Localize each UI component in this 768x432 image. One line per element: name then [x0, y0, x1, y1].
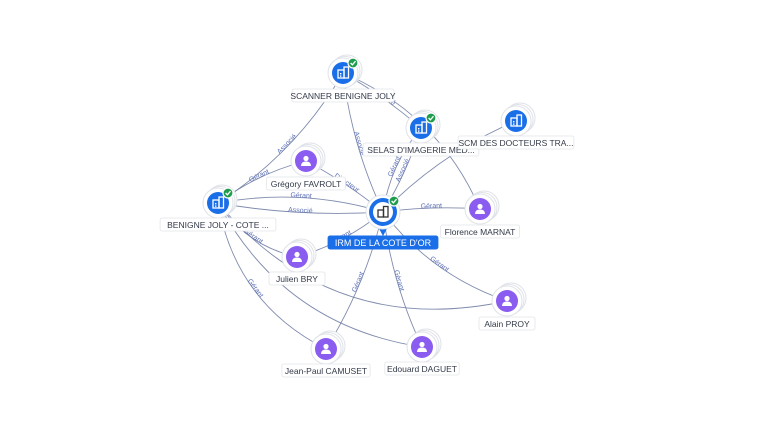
person-icon [417, 341, 427, 352]
person-icon [475, 203, 485, 214]
edge-label: Associé [288, 207, 313, 215]
person-node-florence[interactable]: Florence MARNAT [440, 190, 520, 239]
edge-label: Gérant [392, 269, 405, 292]
node-label-box [384, 361, 460, 376]
node-label: SELAS D'IMAGERIE MED... [367, 145, 474, 155]
person-node-jeanpaul[interactable]: Jean-Paul CAMUSET [281, 330, 371, 378]
person-node-alain[interactable]: Alain PROY [478, 282, 536, 331]
node-label-box [159, 217, 277, 232]
verified-check-icon [222, 187, 234, 199]
center-label-box [327, 235, 439, 250]
node-label: SCM DES DOCTEURS TRA... [458, 138, 573, 148]
person-node-edouard[interactable]: Edouard DAGUET [384, 328, 460, 376]
node-label: Alain PROY [484, 319, 530, 329]
person-node-julien[interactable]: Julien BRY [268, 238, 326, 286]
node-label: Julien BRY [276, 274, 318, 284]
node-label-box [266, 176, 346, 191]
person-node-gregory[interactable]: Grégory FAVROLT [266, 142, 346, 191]
nodes-layer: SCANNER BENIGNE JOLY SELAS D'IMAGERIE MED… [159, 54, 575, 378]
company-node-selas[interactable]: SELAS D'IMAGERIE MED... [362, 109, 480, 157]
edge-label: Gérant [421, 203, 443, 211]
node-label-box [362, 142, 480, 157]
node-label: Edouard DAGUET [387, 364, 457, 374]
node-label: Florence MARNAT [445, 227, 516, 237]
edge-label: Gérant [428, 255, 450, 273]
node-label: SCANNER BENIGNE JOLY [290, 91, 396, 101]
edge-label: Gérant [290, 192, 312, 200]
company-circle [505, 110, 527, 132]
building-icon [415, 121, 428, 134]
node-label-box [478, 316, 536, 331]
person-icon [292, 251, 302, 262]
node-label-box [291, 88, 395, 103]
center-company-node[interactable]: IRM DE LA COTE D'OR [327, 194, 439, 250]
node-label-box [281, 363, 371, 378]
building-icon [510, 114, 523, 127]
person-icon [502, 295, 512, 306]
verified-check-icon [425, 112, 437, 124]
node-label: BENIGNE JOLY - COTE ... [167, 220, 269, 230]
person-icon [321, 343, 331, 354]
edge-benigne-alain [217, 202, 508, 310]
company-node-scanner[interactable]: SCANNER BENIGNE JOLY [290, 54, 396, 103]
edge-label: Gérant [351, 271, 366, 293]
person-icon [301, 155, 311, 166]
node-label-box [268, 271, 326, 286]
node-label-box [440, 224, 520, 239]
node-label-box [457, 135, 575, 150]
verified-check-icon [347, 57, 359, 69]
edge-label: Gérant [246, 278, 264, 299]
node-label: Grégory FAVROLT [271, 179, 342, 189]
company-node-scm[interactable]: SCM DES DOCTEURS TRA... [457, 102, 575, 150]
building-icon [337, 66, 350, 79]
edge-alain-center [382, 211, 508, 302]
company-node-benigne[interactable]: BENIGNE JOLY - COTE ... [159, 184, 277, 232]
node-label: Jean-Paul CAMUSET [285, 366, 367, 376]
edge-benigne-center [217, 202, 384, 214]
center-label: IRM DE LA COTE D'OR [335, 238, 432, 248]
edge-benigne-edouard [217, 202, 423, 348]
building-icon [377, 205, 389, 218]
verified-check-icon [388, 195, 400, 207]
building-icon [212, 196, 225, 209]
